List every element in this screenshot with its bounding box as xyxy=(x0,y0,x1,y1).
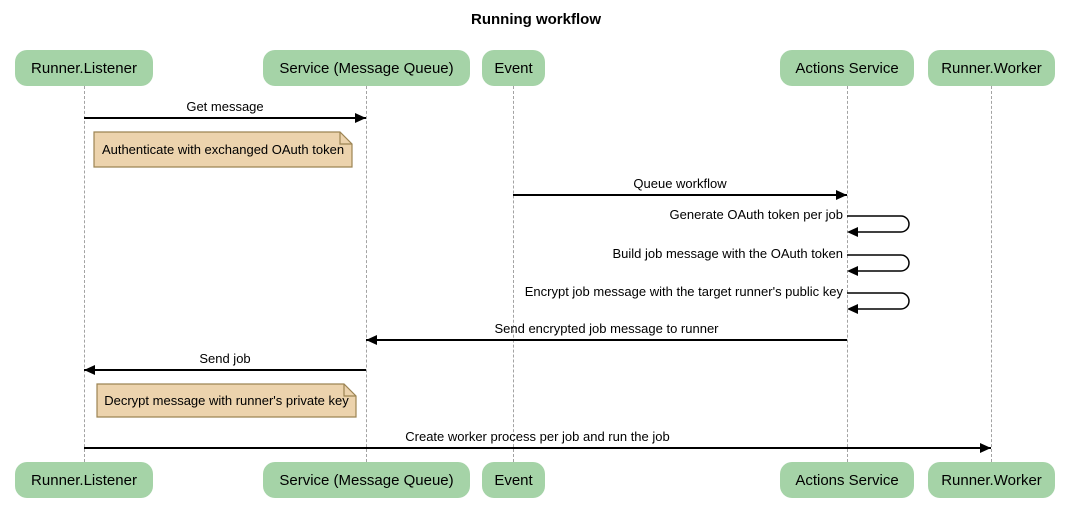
lifeline-actions-service xyxy=(847,86,848,462)
actor-bottom-runner-listener: Runner.Listener xyxy=(15,462,153,498)
note-text: Decrypt message with runner's private ke… xyxy=(104,392,349,408)
note-shape xyxy=(96,383,357,418)
self-loop-icon xyxy=(847,254,910,276)
actor-top-runner-listener: Runner.Listener xyxy=(15,50,153,86)
message-label-send-job: Send job xyxy=(199,351,251,366)
actor-top-event: Event xyxy=(482,50,545,86)
lifeline-runner-listener xyxy=(84,86,85,462)
message-label-send-encrypted: Send encrypted job message to runner xyxy=(494,321,719,336)
note-text: Authenticate with exchanged OAuth token xyxy=(101,141,345,157)
actor-bottom-runner-worker: Runner.Worker xyxy=(928,462,1055,498)
arrowhead-right-icon xyxy=(980,443,991,453)
arrowhead-right-icon xyxy=(355,113,366,123)
message-arrow-send-job xyxy=(84,369,366,371)
message-arrow-queue-workflow xyxy=(513,194,847,196)
note-shape xyxy=(93,131,353,168)
actor-top-actions-service: Actions Service xyxy=(780,50,914,86)
actor-top-service-message-queue: Service (Message Queue) xyxy=(263,50,470,86)
message-arrow-send-encrypted xyxy=(366,339,847,341)
message-label-encrypt-job-message: Encrypt job message with the target runn… xyxy=(524,284,843,299)
arrowhead-left-icon xyxy=(366,335,377,345)
note-decrypt: Decrypt message with runner's private ke… xyxy=(96,383,359,424)
arrowhead-left-icon xyxy=(84,365,95,375)
message-label-generate-oauth-token: Generate OAuth token per job xyxy=(669,207,843,222)
message-label-create-worker: Create worker process per job and run th… xyxy=(405,429,670,444)
message-arrow-create-worker xyxy=(84,447,991,449)
message-label-queue-workflow: Queue workflow xyxy=(633,176,727,191)
arrowhead-right-icon xyxy=(836,190,847,200)
actor-bottom-service-message-queue: Service (Message Queue) xyxy=(263,462,470,498)
actor-bottom-event: Event xyxy=(482,462,545,498)
self-loop-icon xyxy=(847,292,910,314)
message-label-build-job-message: Build job message with the OAuth token xyxy=(612,246,843,261)
message-label-get-message: Get message xyxy=(186,99,264,114)
lifeline-service-message-queue xyxy=(366,86,367,462)
lifeline-runner-worker xyxy=(991,86,992,462)
diagram-title: Running workflow xyxy=(471,11,601,28)
lifeline-event xyxy=(513,86,514,462)
note-authenticate: Authenticate with exchanged OAuth token xyxy=(93,131,355,174)
message-arrow-get-message xyxy=(84,117,366,119)
actor-top-runner-worker: Runner.Worker xyxy=(928,50,1055,86)
self-loop-icon xyxy=(847,215,910,237)
actor-bottom-actions-service: Actions Service xyxy=(780,462,914,498)
